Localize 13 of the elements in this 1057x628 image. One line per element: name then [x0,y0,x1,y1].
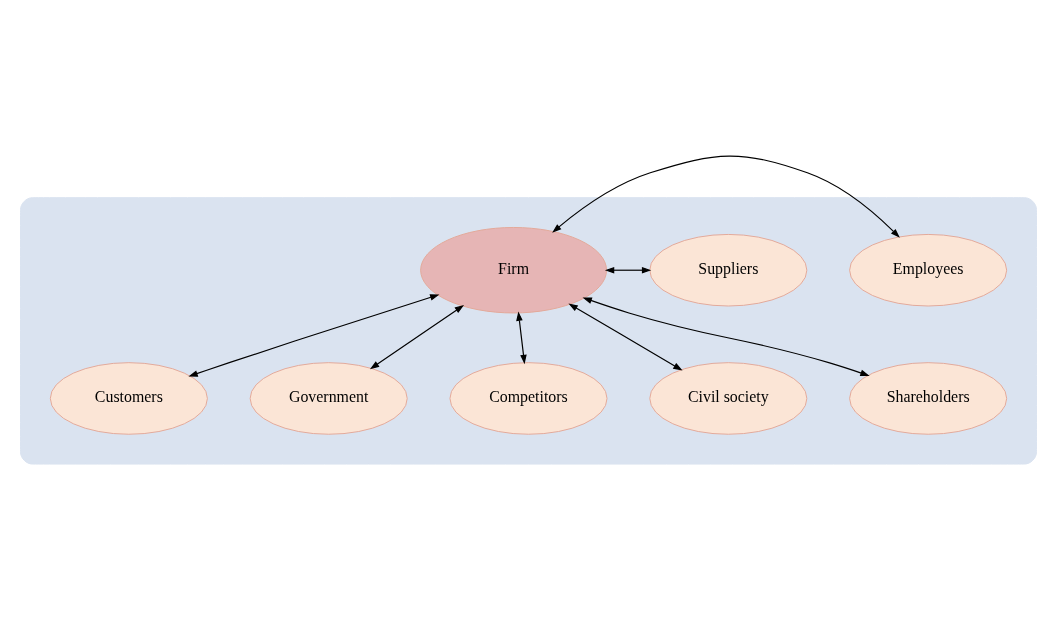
node-ellipse: Suppliers [649,233,808,307]
node-ellipse: Competitors [449,362,608,435]
node-ellipse: Shareholders [849,362,1008,435]
arrow [369,305,465,370]
node-ellipse: Customers [49,362,208,435]
arrow [568,303,683,371]
node-ellipse: Employees [849,233,1008,307]
arrow [516,311,527,365]
arrow [604,266,652,274]
cluster [20,197,1037,465]
arrow [552,155,900,238]
arrow [188,294,440,377]
arrow [582,297,870,377]
